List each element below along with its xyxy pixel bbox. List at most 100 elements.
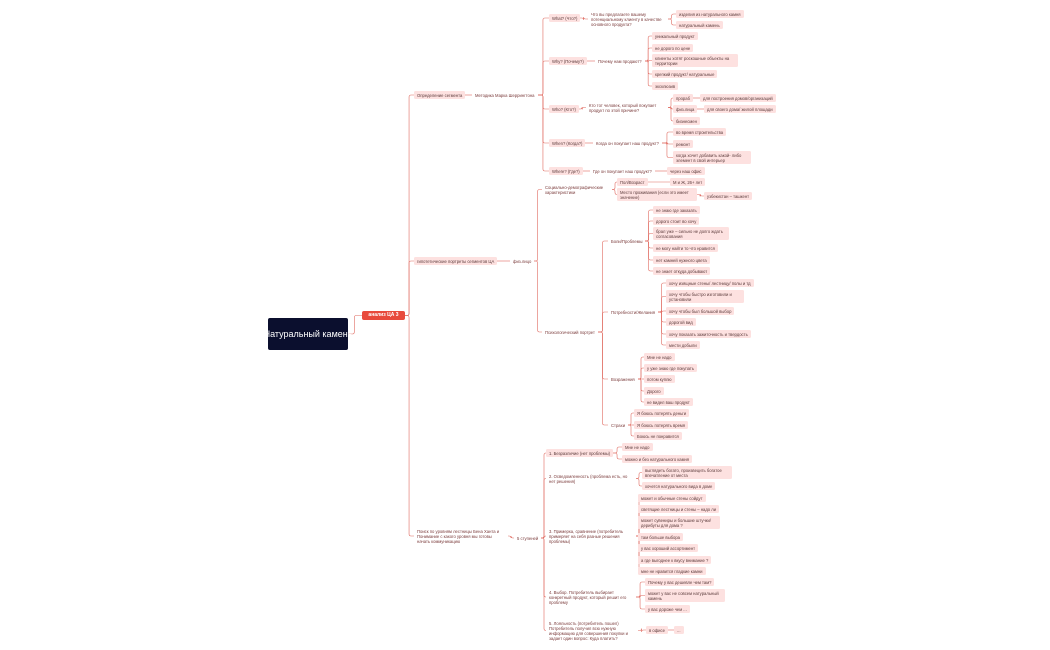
need-2[interactable]: хочу чтобы быстро изготовили и установил… <box>666 290 744 303</box>
level-5-a[interactable]: в офисе <box>646 626 668 634</box>
connector <box>668 18 676 26</box>
connector <box>636 596 645 610</box>
need-3[interactable]: хочу чтобы был большой выбор <box>666 307 735 315</box>
connector <box>645 60 652 87</box>
why-item-2[interactable]: не дорого по цене <box>652 44 694 52</box>
gender-node[interactable]: Пол/Возраст <box>617 178 648 186</box>
connector <box>658 311 666 335</box>
pains-node[interactable]: Боли/Проблемы <box>611 238 643 244</box>
connector <box>613 446 622 454</box>
who-item-1[interactable]: прораб <box>673 94 693 102</box>
level-4-b[interactable]: может у вас не совсем натуральный камень <box>645 589 725 602</box>
connector <box>508 535 514 539</box>
level-3-b[interactable]: светящие лестницы и стены – надо ли <box>638 505 720 513</box>
what-answer[interactable]: Что вы предлагаете вашему потенциальному… <box>591 11 662 27</box>
root-node[interactable]: Натуральный камень <box>264 318 352 350</box>
level-3-d[interactable]: там больше выбора <box>638 533 683 541</box>
level-4-c[interactable]: у вас дороже чем ... <box>645 605 690 613</box>
location-node[interactable]: Место проживания (если это имеет значени… <box>617 188 697 201</box>
levels-node[interactable]: 5 ступеней <box>517 535 539 541</box>
hypotheses-node[interactable]: гипотетические портреты сегментов ЦА <box>414 257 498 265</box>
fear-1[interactable]: Я боюсь потерять деньги <box>634 409 690 417</box>
obj-4[interactable]: Дорого <box>644 387 664 395</box>
location-value[interactable]: узбекистан – ташкент <box>704 192 753 200</box>
level-5-b[interactable]: ... <box>674 626 684 634</box>
who-question[interactable]: Who? (Кто?) <box>549 105 579 113</box>
connector <box>662 131 673 144</box>
hub-node[interactable]: анализ ЦА 3 <box>362 311 405 320</box>
who-item-3[interactable]: бизнесмен <box>673 117 700 125</box>
level-4[interactable]: 4. Выбор. Потребитель выбирает конкретны… <box>549 589 627 605</box>
psycho-node[interactable]: Психологический портрет <box>545 329 595 335</box>
who-item-1a[interactable]: для построения домов/организаций <box>700 94 776 102</box>
phys-node[interactable]: физ.лицо <box>513 258 532 264</box>
fear-2[interactable]: Я боюсь потерять время <box>634 421 689 429</box>
level-2[interactable]: 2. Осведомленность (проблема есть, но не… <box>549 473 628 484</box>
pain-2[interactable]: дорого стоит во хочу <box>653 217 700 225</box>
where-question[interactable]: Where? (Где?) <box>549 167 583 175</box>
pain-6[interactable]: не знает откуда добывают <box>653 267 711 275</box>
fear-3[interactable]: Боюсь не понравится <box>634 432 682 440</box>
where-item-1[interactable]: через наш офис <box>667 167 705 175</box>
segmentation-node[interactable]: Определение сегмента <box>414 91 466 99</box>
connector <box>598 240 608 333</box>
obj-2[interactable]: у уже знаю где покупать <box>644 364 698 372</box>
socio-node[interactable]: Социально-демографические характеристики <box>545 184 604 195</box>
level-5[interactable]: 5. Лояльность (потребитель пошел) Потреб… <box>549 620 628 641</box>
pain-1[interactable]: не знаю где заказать <box>653 206 700 214</box>
obj-1[interactable]: Мне не надо <box>644 353 675 361</box>
connector <box>541 452 547 539</box>
need-6[interactable]: мести добыли <box>666 341 700 349</box>
objections-node[interactable]: Возражения <box>611 376 635 382</box>
when-item-2[interactable]: ремонт <box>673 140 694 148</box>
pain-5[interactable]: нет камней нужного цвета <box>653 256 710 264</box>
ladder-node[interactable]: Поиск по уровням лестницы Бена Ханта и П… <box>417 528 500 544</box>
level-2-a[interactable]: выглядеть богато, произвецить богатое вп… <box>642 466 732 479</box>
pain-3[interactable]: брал уже – сильно не долго ждать согласо… <box>653 227 729 240</box>
connector <box>668 13 676 20</box>
need-1[interactable]: хочу изящные стены/ лестницу/ полы и тд <box>666 279 754 287</box>
obj-3[interactable]: потом куплю <box>644 375 675 383</box>
connector <box>538 94 549 144</box>
what-item-2[interactable]: натуральный камень <box>676 21 723 29</box>
needs-node[interactable]: Потребности/Желания <box>611 309 656 315</box>
why-question[interactable]: Why? (Почему?) <box>549 57 587 65</box>
obj-5[interactable]: не видел ваш продукт <box>644 398 693 406</box>
level-1-b[interactable]: можно и без натурального камня <box>622 455 693 463</box>
who-answer[interactable]: Кто тот человек, который покупает продук… <box>589 102 657 113</box>
level-1[interactable]: 1. Безразличие (нет проблемы) <box>546 449 614 457</box>
who-item-2[interactable]: физ.лица <box>673 105 698 113</box>
fears-node[interactable]: Страхи <box>611 422 626 428</box>
connector <box>636 478 642 487</box>
connector <box>668 107 674 122</box>
why-item-3[interactable]: клиенты хотят роскошные объекты на терри… <box>652 54 738 67</box>
why-item-4[interactable]: крепкий продукт/ натуральные <box>652 70 718 78</box>
why-item-1[interactable]: уникальный продукт <box>652 32 698 40</box>
pain-4[interactable]: не могу найти то что нравится <box>653 244 718 252</box>
when-answer[interactable]: Когда он покупает наш продукт? <box>596 140 659 146</box>
level-3-g[interactable]: мне не нравится гладкие камни <box>638 567 706 575</box>
what-question[interactable]: What? (Что?) <box>549 14 581 22</box>
need-4[interactable]: дорогой вид <box>666 318 696 326</box>
connector <box>541 537 547 631</box>
connector <box>598 331 608 426</box>
level-1-a[interactable]: Мне не надо <box>622 443 653 451</box>
need-5[interactable]: хочу показать зажиточность и твердость <box>666 330 751 338</box>
when-item-1[interactable]: во время строительства <box>673 128 727 136</box>
level-3-c[interactable]: может сувениры и большие штучки/ дерибут… <box>638 516 720 529</box>
who-item-2a[interactable]: для своего дома/ жилой площади <box>704 105 776 113</box>
where-answer[interactable]: Где он покупает наш продукт? <box>593 168 652 174</box>
sherrington-node[interactable]: Методика Марка Шеррингтона <box>475 92 535 98</box>
level-3-f[interactable]: а где выгоднее к вкусу внимание ? <box>638 556 712 564</box>
why-answer[interactable]: Почему нам продают? <box>598 58 642 64</box>
level-3-a[interactable]: может и обычные стены сойдут <box>638 494 706 502</box>
level-2-b[interactable]: хочется натурального вида в доме <box>642 482 716 490</box>
level-4-a[interactable]: Почему у вас дешевле чем там? <box>645 578 715 586</box>
level-3-e[interactable]: у вас хороший ассортимент <box>638 544 699 552</box>
gender-value[interactable]: М и Ж, 26+ лет <box>670 178 706 186</box>
what-item-1[interactable]: изделия из натурального камня <box>676 10 744 18</box>
when-question[interactable]: When? (Когда?) <box>549 139 586 147</box>
level-3[interactable]: 3. Примерка, сравнение (потребитель прим… <box>549 528 624 544</box>
why-item-5[interactable]: эксклюзив <box>652 82 679 90</box>
when-item-3[interactable]: когда хочет добавить какой- либо элемент… <box>673 151 751 164</box>
